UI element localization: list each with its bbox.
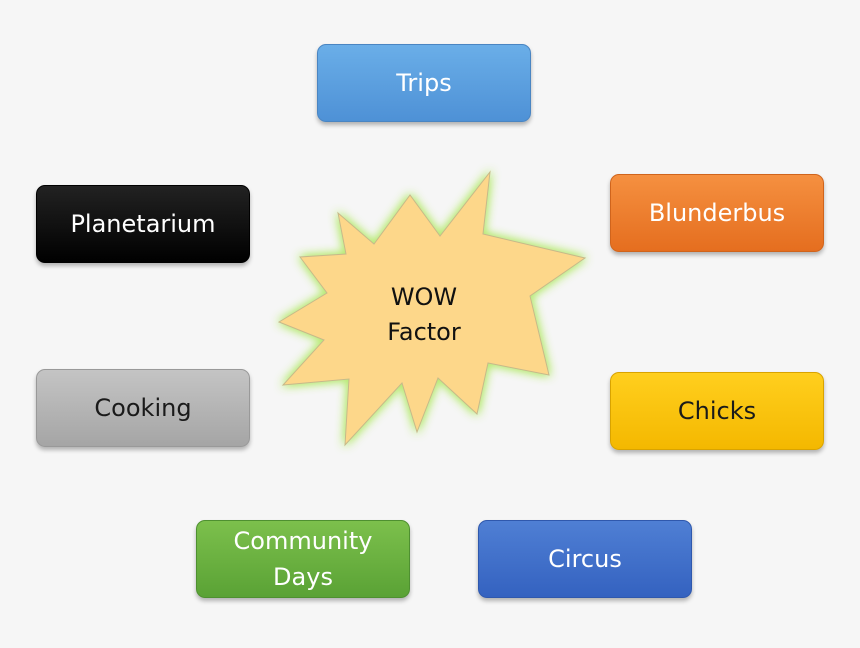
wow-factor-line-2: Factor (387, 317, 461, 346)
trips-box: Trips (317, 44, 531, 122)
community-days-label: Community Days (233, 527, 373, 591)
circus-label: Circus (548, 545, 622, 573)
circus-box: Circus (478, 520, 692, 598)
chicks-box: Chicks (610, 372, 824, 450)
planetarium-label: Planetarium (70, 210, 216, 238)
community-days-box: Community Days (196, 520, 410, 598)
planetarium-box: Planetarium (36, 185, 250, 263)
wow-starburst-shape (277, 170, 587, 447)
cooking-label: Cooking (94, 394, 192, 422)
wow-factor-label: WOW Factor (340, 280, 508, 350)
blunderbus-box: Blunderbus (610, 174, 824, 252)
trips-label: Trips (396, 69, 452, 97)
blunderbus-label: Blunderbus (648, 199, 786, 227)
wow-factor-line-1: WOW (390, 283, 458, 311)
chicks-label: Chicks (677, 397, 757, 425)
cooking-box: Cooking (36, 369, 250, 447)
